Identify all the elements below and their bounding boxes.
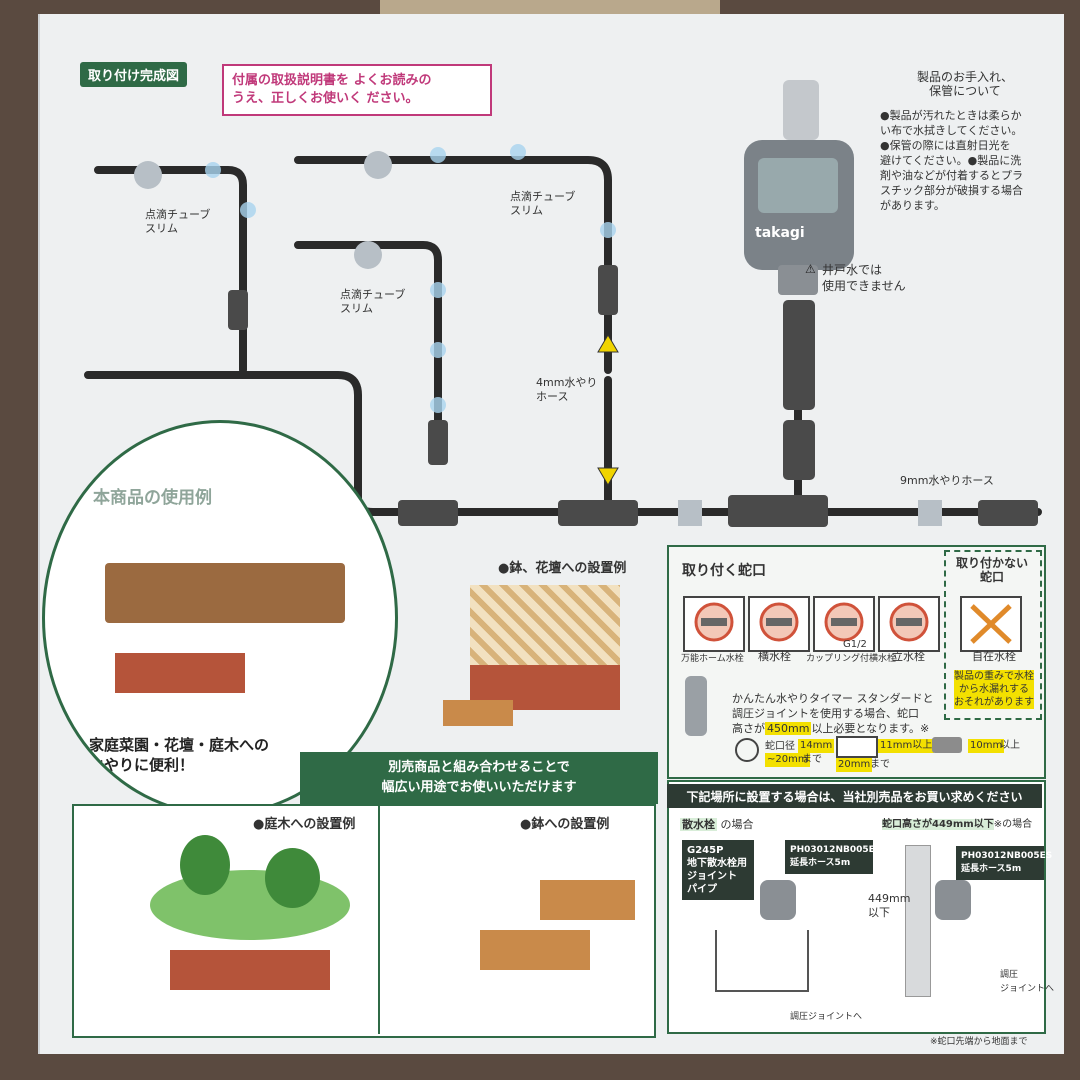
usage-title: 本商品の使用例 [93, 488, 212, 508]
to-joint-label-2: 調圧 ジョイントへ [1000, 970, 1055, 994]
case2-suffix: ※の場合 [993, 819, 1033, 830]
planter-illustration [115, 653, 245, 693]
tree-illustration-2 [265, 848, 320, 908]
requirement-height: 450mm [765, 722, 812, 735]
well-water-note: 井戸水では 使用できません [822, 263, 906, 293]
g-thread-label: G1/2 [843, 639, 867, 650]
tube-label-3: 点滴チューブ スリム [340, 288, 406, 315]
care-title: 製品のお手入れ、 保管について [916, 70, 1014, 98]
brand-logo: takagi [755, 225, 805, 241]
tube-label-2: 点滴チューブ スリム [510, 190, 576, 217]
faucet-icon-side [748, 596, 810, 652]
requirement-body: かんたん水やりタイマー スタンダードと 調圧ジョイントを使用する場合、蛇口 高さ… [732, 692, 934, 735]
case2-title: 蛇口高さが449mm以下 [882, 819, 994, 830]
tree-example-title: ●庭木への設置例 [253, 817, 356, 832]
g245p-tag: G245P 地下散水栓用 ジョイント パイプ [682, 840, 754, 900]
separate-band: 下記場所に設置する場合は、当社別売品をお買い求めください [686, 790, 1023, 804]
thread-min: 10mm [968, 739, 1005, 753]
usage-caption: 家庭菜園・花壇・庭木への 水やりに便利！ [89, 736, 270, 774]
ext-hose-tag-2: PH03012NB005ES 延長ホース5m [956, 846, 1052, 880]
tree-illustration [180, 835, 230, 895]
brick-bed-illustration [170, 950, 330, 990]
garden-bed-illustration [105, 563, 345, 623]
care-body: ●製品が汚れたときは柔らか い布で水拭きしてください。 ●保管の際には直射日光を… [880, 109, 1023, 212]
flower-box-illustration [443, 700, 513, 726]
faucet-icon-stand [878, 596, 940, 652]
faucet-type-1: 万能ホーム水栓 [681, 654, 744, 664]
diameter-label: 蛇口径 [765, 741, 795, 752]
nofit-type: 自在水栓 [972, 650, 1016, 663]
to-joint-label-1: 調圧ジョイントへ [790, 1012, 863, 1022]
case1-suffix: の場合 [720, 818, 754, 831]
diameter-max: ~20mm [765, 753, 810, 767]
length-max: 20mm [836, 758, 873, 772]
timer-mini-icon [685, 676, 707, 736]
pot-example-title: ●鉢への設置例 [520, 817, 610, 832]
faucet-type-3: カップリング付横水栓 [806, 654, 897, 664]
pot-box-illustration [480, 930, 590, 970]
fit-title: 取り付く蛇口 [682, 563, 766, 579]
pot-box-illustration-2 [540, 880, 635, 920]
height-label: 449mm 以下 [868, 892, 911, 919]
usage-example-circle: 本商品の使用例 家庭菜園・花壇・庭木への 水やりに便利！ [42, 420, 398, 816]
hose-4mm-label: 4mm水やり ホース [536, 376, 598, 403]
sprinkler-box-illustration [715, 930, 809, 992]
thread-icon [932, 737, 962, 753]
diameter-icon [735, 738, 759, 762]
stand-post-illustration [905, 845, 931, 997]
timer-case2-illustration [935, 880, 971, 920]
thread-suffix: 以上 [1000, 740, 1020, 751]
case1-row: 散水栓 の場合 [680, 818, 754, 832]
hose-9mm-label: 9mm水やりホース [900, 474, 994, 487]
lattice-illustration [470, 585, 620, 675]
diameter-suffix: まで [802, 754, 822, 765]
footnote: ※蛇口先端から地面まで [930, 1037, 1028, 1047]
combination-band: 別売商品と組み合わせることで 幅広い用途でお使いいただけます [300, 752, 658, 804]
nofit-frame [944, 550, 1042, 720]
faucet-icon-coupling [813, 596, 875, 652]
faucet-icon-universal [683, 596, 745, 652]
length-suffix: まで [870, 759, 890, 770]
faucet-icon-free-swivel [960, 596, 1022, 652]
examples-divider [378, 804, 380, 1034]
length-min: 11mm以上 [878, 739, 935, 753]
requirement-text: かんたん水やりタイマー スタンダードと 調圧ジョイントを使用する場合、蛇口 高さ… [732, 676, 942, 736]
case1-title: 散水栓 [680, 818, 717, 831]
requirement-suffix: 以上必要となります。※ [811, 722, 930, 735]
length-icon [836, 736, 878, 758]
diameter-min: 14mm [798, 739, 835, 753]
manual-note: 付属の取扱説明書を よくお読みの うえ、正しくお使いく ださい。 [222, 64, 492, 116]
case2-row: 蛇口高さが449mm以下※の場合 [882, 818, 1032, 832]
lawn-illustration [150, 870, 350, 940]
nofit-title: 取り付かない 蛇口 [955, 556, 1028, 584]
warning-icon: ⚠ [805, 262, 816, 276]
timer-case1-illustration [760, 880, 796, 920]
completion-label: 取り付け完成図 [80, 62, 188, 87]
examples-frame [72, 804, 656, 1038]
nofit-note: 製品の重みで水栓 から水漏れする おそれがあります [954, 670, 1034, 709]
planter-example-title: ●鉢、花壇への設置例 [498, 561, 627, 576]
ext-hose-tag-1: PH03012NB005ES 延長ホース5m [785, 840, 881, 874]
faucet-type-4: 立水栓 [892, 650, 925, 663]
faucet-type-2: 横水栓 [758, 650, 791, 663]
tube-label-1: 点滴チューブ スリム [145, 208, 211, 235]
separate-band-bg [667, 784, 1042, 808]
